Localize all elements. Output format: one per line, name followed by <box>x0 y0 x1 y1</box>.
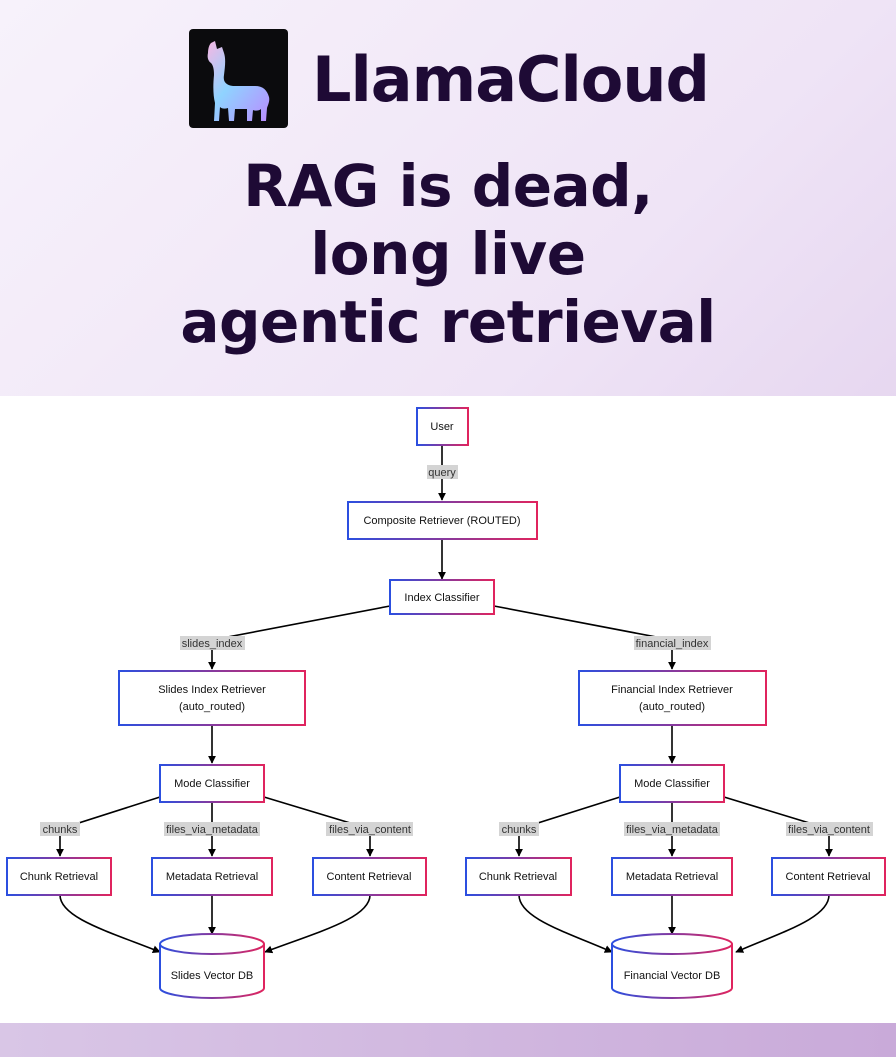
node-mode-classifier-right: Mode Classifier <box>619 764 725 803</box>
node-metadata-retrieval-left: Metadata Retrieval <box>151 857 273 896</box>
node-content-right-label: Content Retrieval <box>786 871 871 883</box>
headline-line-1: RAG is dead, <box>243 152 653 220</box>
node-financial-retriever-label-1: Financial Index Retriever <box>611 684 733 696</box>
page-title: RAG is dead, long live agentic retrieval <box>0 152 896 356</box>
edge-label-query: query <box>428 467 456 479</box>
node-user: User <box>416 407 469 446</box>
node-slides-db-label: Slides Vector DB <box>171 970 254 982</box>
node-chunk-retrieval-left: Chunk Retrieval <box>6 857 112 896</box>
edge-content-financialdb <box>735 894 830 953</box>
edge-label-chunks-left: chunks <box>43 824 78 836</box>
node-index-classifier-label: Index Classifier <box>404 592 480 604</box>
node-financial-vector-db: Financial Vector DB <box>611 933 733 999</box>
node-metadata-retrieval-right: Metadata Retrieval <box>611 857 733 896</box>
node-index-classifier: Index Classifier <box>389 579 495 615</box>
node-mode-classifier-left: Mode Classifier <box>159 764 265 803</box>
headline-line-2: long live <box>310 220 586 288</box>
node-composite-label: Composite Retriever (ROUTED) <box>363 515 520 527</box>
llama-icon <box>207 41 270 121</box>
edge-chunk-slidesdb <box>59 894 161 954</box>
node-slides-retriever-label-1: Slides Index Retriever <box>158 684 266 696</box>
node-content-left-label: Content Retrieval <box>327 871 412 883</box>
header-banner: LlamaCloud RAG is dead, long live agenti… <box>0 0 896 395</box>
node-metadata-left-label: Metadata Retrieval <box>166 871 258 883</box>
node-chunk-left-label: Chunk Retrieval <box>20 871 98 883</box>
edge-label-financial-index: financial_index <box>636 638 709 650</box>
node-mode-classifier-right-label: Mode Classifier <box>634 778 710 790</box>
logo <box>189 29 288 128</box>
node-financial-index-retriever: Financial Index Retriever (auto_routed) <box>578 670 767 726</box>
node-mode-classifier-left-label: Mode Classifier <box>174 778 250 790</box>
node-content-retrieval-right: Content Retrieval <box>771 857 886 896</box>
node-content-retrieval-left: Content Retrieval <box>312 857 427 896</box>
node-slides-retriever-label-2: (auto_routed) <box>179 701 245 713</box>
edge-label-slides-index: slides_index <box>182 638 243 650</box>
edge-label-content-left: files_via_content <box>329 824 411 836</box>
edge-label-content-right: files_via_content <box>788 824 870 836</box>
node-chunk-right-label: Chunk Retrieval <box>479 871 557 883</box>
flowchart: query slides_index financial_index chunk… <box>6 407 886 999</box>
edge-content-slidesdb <box>264 894 371 954</box>
node-financial-db-label: Financial Vector DB <box>624 970 721 982</box>
node-composite-retriever: Composite Retriever (ROUTED) <box>347 501 538 540</box>
node-slides-vector-db: Slides Vector DB <box>159 933 265 999</box>
node-slides-index-retriever: Slides Index Retriever (auto_routed) <box>118 670 306 726</box>
headline-line-3: agentic retrieval <box>180 288 716 356</box>
brand-name: LlamaCloud <box>312 43 710 116</box>
footer-band <box>0 1023 896 1057</box>
node-chunk-retrieval-right: Chunk Retrieval <box>465 857 572 896</box>
node-financial-retriever-label-2: (auto_routed) <box>639 701 705 713</box>
node-user-label: User <box>430 421 454 433</box>
edge-label-metadata-left: files_via_metadata <box>166 824 259 836</box>
edge-label-metadata-right: files_via_metadata <box>626 824 719 836</box>
retrieval-flow-diagram: query slides_index financial_index chunk… <box>0 396 896 1023</box>
edge-label-chunks-right: chunks <box>502 824 537 836</box>
node-metadata-right-label: Metadata Retrieval <box>626 871 718 883</box>
edge-chunk-financialdb <box>518 894 613 953</box>
